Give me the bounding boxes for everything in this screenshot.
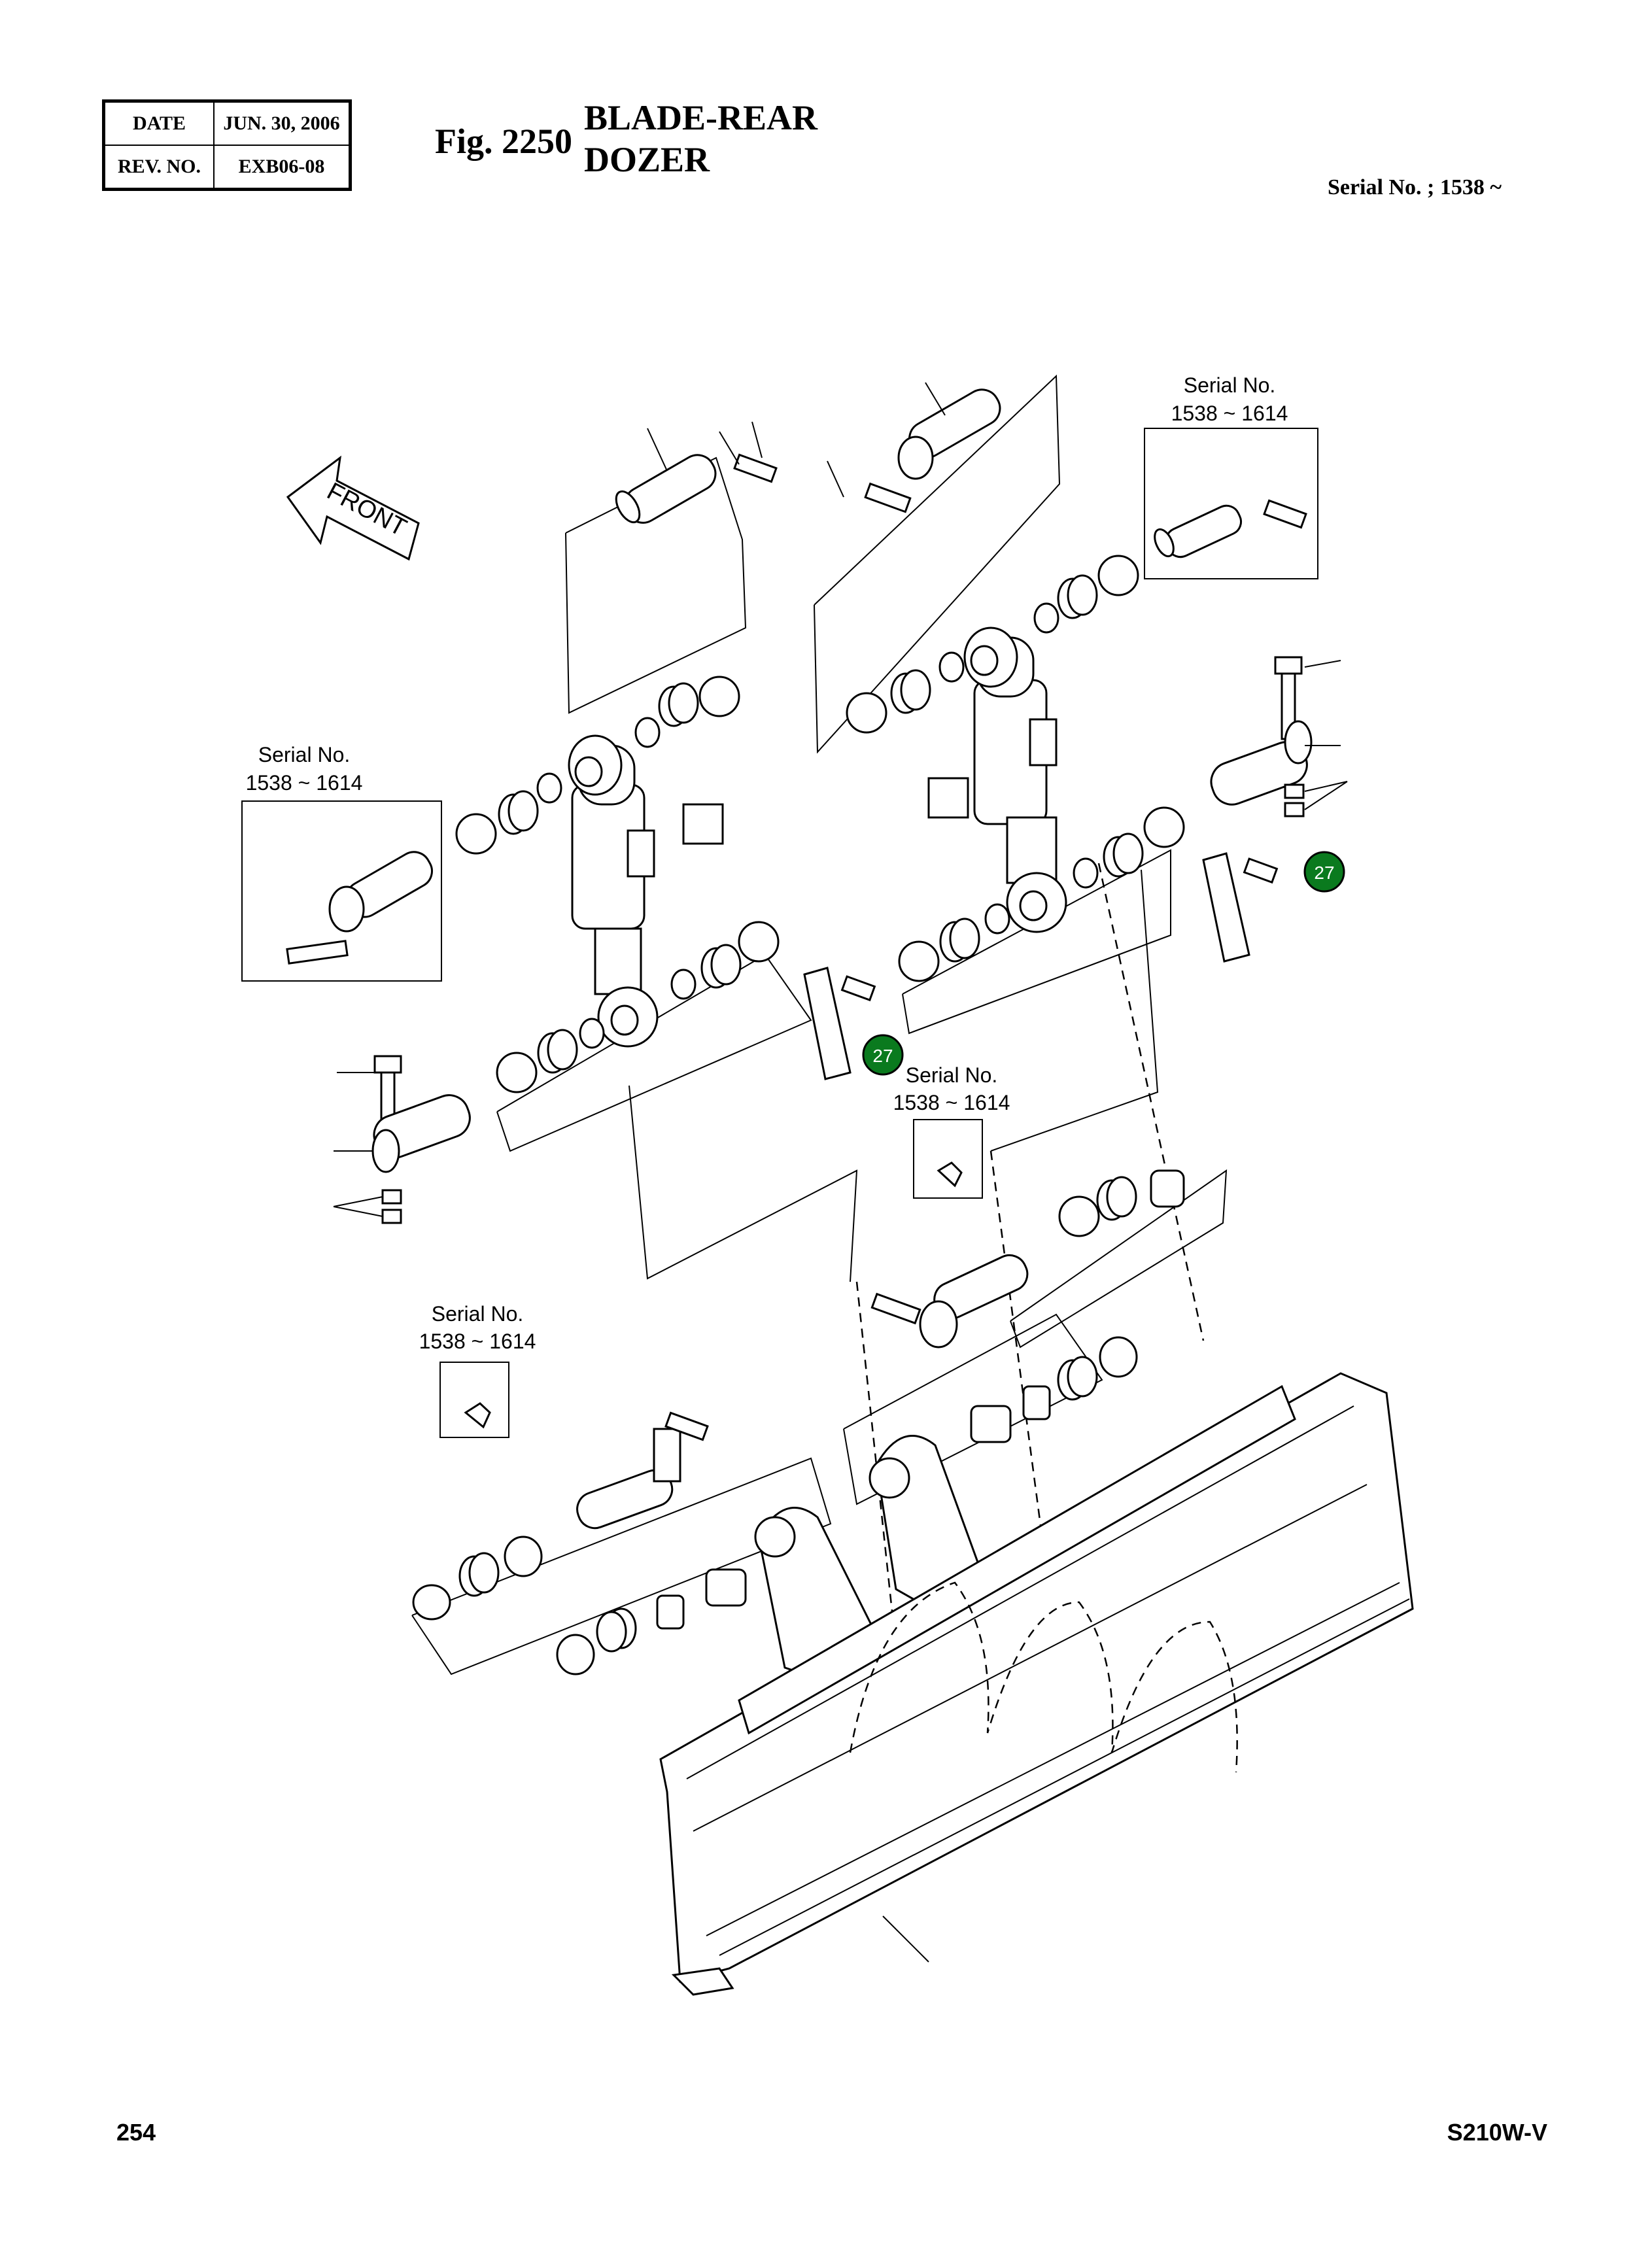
- dozer-blade: [659, 1372, 1414, 1996]
- right-dozer-cylinder: [927, 627, 1067, 933]
- model-name: S210W-V: [1447, 2119, 1547, 2146]
- top-left-pin: [615, 421, 778, 524]
- plates: [803, 852, 1279, 1080]
- page-number: 254: [116, 2119, 156, 2146]
- top-center-pin: [827, 382, 1001, 513]
- svg-text:1538 ~ 1614: 1538 ~ 1614: [1171, 402, 1288, 425]
- date-label: DATE: [103, 100, 215, 146]
- front-arrow-icon: FRONT: [286, 455, 420, 561]
- callout-left-badge[interactable]: 27: [862, 1034, 904, 1076]
- callout-left-number: 27: [872, 1046, 893, 1066]
- svg-text:Serial No.: Serial No.: [1184, 373, 1276, 397]
- svg-text:1538 ~ 1614: 1538 ~ 1614: [893, 1091, 1010, 1114]
- svg-text:Serial No.: Serial No.: [906, 1063, 998, 1087]
- callout-right-badge[interactable]: 27: [1303, 851, 1345, 893]
- serial-box-lower-left: Serial No. 1538 ~ 1614: [419, 1302, 536, 1438]
- svg-text:Serial No.: Serial No.: [432, 1302, 524, 1326]
- figure-title-line1: BLADE-REAR: [584, 98, 818, 137]
- left-dozer-cylinder: [568, 734, 724, 1048]
- serial-box-center: Serial No. 1538 ~ 1614: [893, 1063, 1010, 1199]
- bolt-pin-left: [333, 1055, 471, 1224]
- center-lower-pin: [870, 1169, 1185, 1348]
- serial-box-top-right: Serial No. 1538 ~ 1614: [1144, 373, 1318, 579]
- seal-stacks: [455, 555, 1185, 1093]
- lower-left-pin: [412, 1411, 709, 1621]
- figure-number: Fig. 2250: [435, 122, 572, 161]
- rev-value: EXB06-08: [213, 145, 351, 190]
- serial-box-left: Serial No. 1538 ~ 1614: [241, 743, 442, 982]
- svg-text:1538 ~ 1614: 1538 ~ 1614: [246, 771, 363, 795]
- svg-text:1538 ~ 1614: 1538 ~ 1614: [419, 1330, 536, 1353]
- bolt-pin-right: [1210, 656, 1348, 817]
- rev-label: REV. NO.: [103, 145, 215, 190]
- date-value: JUN. 30, 2006: [213, 100, 351, 146]
- svg-text:Serial No.: Serial No.: [258, 743, 351, 766]
- serial-range: Serial No. ; 1538 ~: [1327, 175, 1502, 199]
- revision-table: DATE JUN. 30, 2006 REV. NO. EXB06-08: [102, 99, 352, 191]
- blade-brackets: [556, 1336, 1138, 1689]
- figure-title: BLADE-REAR DOZER: [584, 97, 817, 180]
- callout-right-number: 27: [1314, 863, 1334, 883]
- dashed-links: [855, 863, 1205, 1649]
- figure-title-line2: DOZER: [584, 140, 710, 179]
